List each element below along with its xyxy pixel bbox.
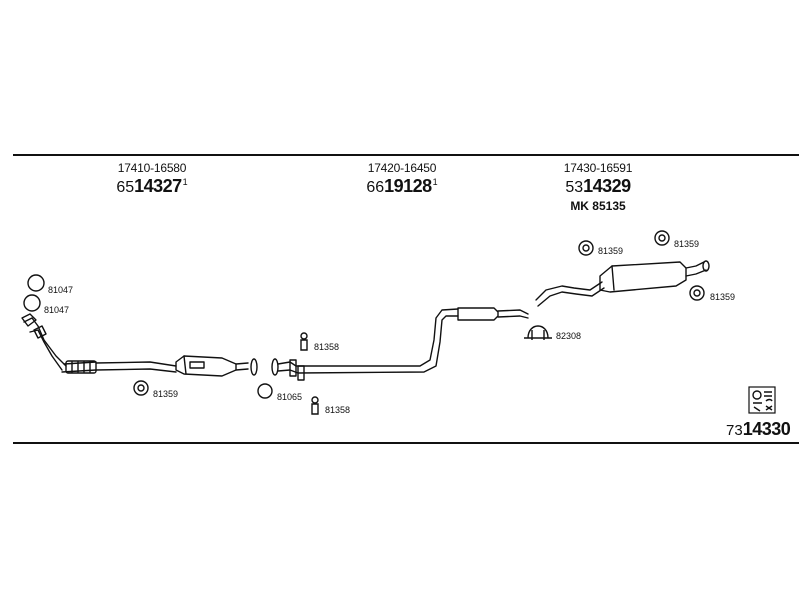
rear-part-prefix: 53 [565, 179, 584, 196]
middle-part-number: 66191281 [352, 177, 452, 196]
label-81358-top: 81358 [314, 342, 339, 352]
label-81047-a: 81047 [48, 285, 73, 295]
front-part-suffix: 1 [182, 177, 188, 187]
middle-silencer [457, 307, 529, 321]
bottom-divider [13, 442, 799, 444]
label-81359-rear-b: 81359 [674, 239, 699, 249]
middle-pipe [277, 308, 459, 381]
gasket-ring-icon [257, 383, 273, 399]
label-81047-b: 81047 [44, 305, 69, 315]
label-81359-rear-a: 81359 [598, 246, 623, 256]
front-part-number: 65143271 [102, 177, 202, 196]
middle-part-prefix: 66 [366, 179, 385, 196]
front-section-header: 17410-16580 65143271 [102, 162, 202, 196]
rear-part-number: 5314329 [548, 177, 648, 196]
middle-part-suffix: 1 [432, 177, 438, 187]
front-oem-number: 17410-16580 [117, 161, 187, 175]
clamp-icon [524, 325, 552, 340]
front-part-prefix: 65 [116, 179, 135, 196]
middle-part-main: 19128 [384, 176, 432, 196]
hanger-icon [133, 380, 149, 396]
label-81359-front: 81359 [153, 389, 178, 399]
label-81065: 81065 [277, 392, 302, 402]
bolt-icon [300, 332, 308, 351]
hanger-icon [689, 285, 705, 301]
label-82308: 82308 [556, 331, 581, 341]
rear-silencer [599, 260, 710, 293]
middle-oem-number: 17420-16450 [367, 161, 437, 175]
flange-gasket [250, 358, 279, 376]
rear-pipe [535, 281, 605, 307]
rear-mk-number: MK 85135 [570, 199, 626, 213]
rear-part-main: 14329 [583, 176, 631, 196]
reference-prefix: 73 [726, 422, 743, 439]
rear-section-header: 17430-16591 5314329 MK 85135 [548, 162, 648, 212]
document-icon [748, 386, 776, 414]
hanger-icon [654, 230, 670, 246]
reference-number: 7314330 [726, 419, 791, 439]
front-silencer [175, 355, 249, 377]
label-81359-rear-c: 81359 [710, 292, 735, 302]
front-downpipe [21, 313, 177, 374]
top-divider [13, 154, 799, 156]
reference-main: 14330 [742, 419, 791, 439]
front-part-main: 14327 [134, 176, 182, 196]
rear-oem-number: 17430-16591 [563, 161, 633, 175]
label-81358-bottom: 81358 [325, 405, 350, 415]
middle-section-header: 17420-16450 66191281 [352, 162, 452, 196]
bolt-icon [311, 396, 319, 415]
hanger-icon [578, 240, 594, 256]
rubber-ring-icon [23, 294, 41, 312]
rubber-ring-icon [27, 274, 45, 292]
